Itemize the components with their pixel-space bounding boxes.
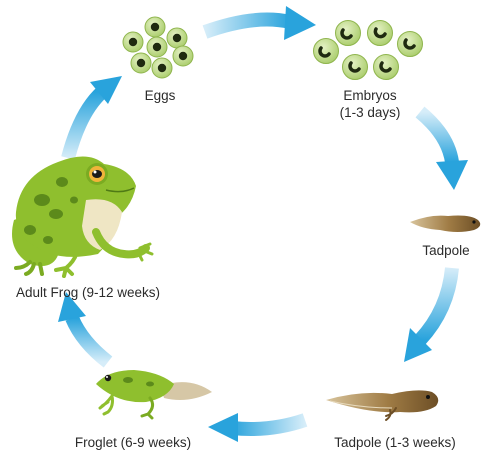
- arrow-tadpole-late-to-froglet: [208, 413, 308, 442]
- label-embryos-duration: (1-3 days): [339, 105, 401, 120]
- label-tadpole: Tadpole: [422, 243, 470, 258]
- arrow-tadpole-to-tadpole-late: [404, 267, 459, 362]
- label-eggs: Eggs: [144, 88, 176, 103]
- arrow-eggs-to-embryos: [202, 6, 316, 40]
- label-embryos: Embryos: [343, 88, 397, 103]
- label-embryos-block: Embryos (1-3 days): [330, 87, 410, 121]
- adult-frog-icon: [12, 156, 154, 278]
- tadpole-with-legs-icon: [326, 390, 439, 421]
- label-froglet: Froglet (6-9 weeks): [74, 435, 192, 450]
- froglet-icon: [96, 370, 212, 420]
- tadpole-icon: [410, 215, 481, 232]
- label-tadpole-late: Tadpole (1-3 weeks): [334, 435, 456, 450]
- arrow-embryos-to-tadpole: [415, 106, 468, 190]
- arrow-froglet-to-adult: [58, 292, 113, 368]
- label-adult-frog: Adult Frog (9-12 weeks): [15, 285, 161, 300]
- embryo-cluster-icon: [313, 20, 423, 80]
- egg-cluster-icon: [122, 16, 194, 79]
- arrow-adult-to-eggs: [61, 76, 122, 160]
